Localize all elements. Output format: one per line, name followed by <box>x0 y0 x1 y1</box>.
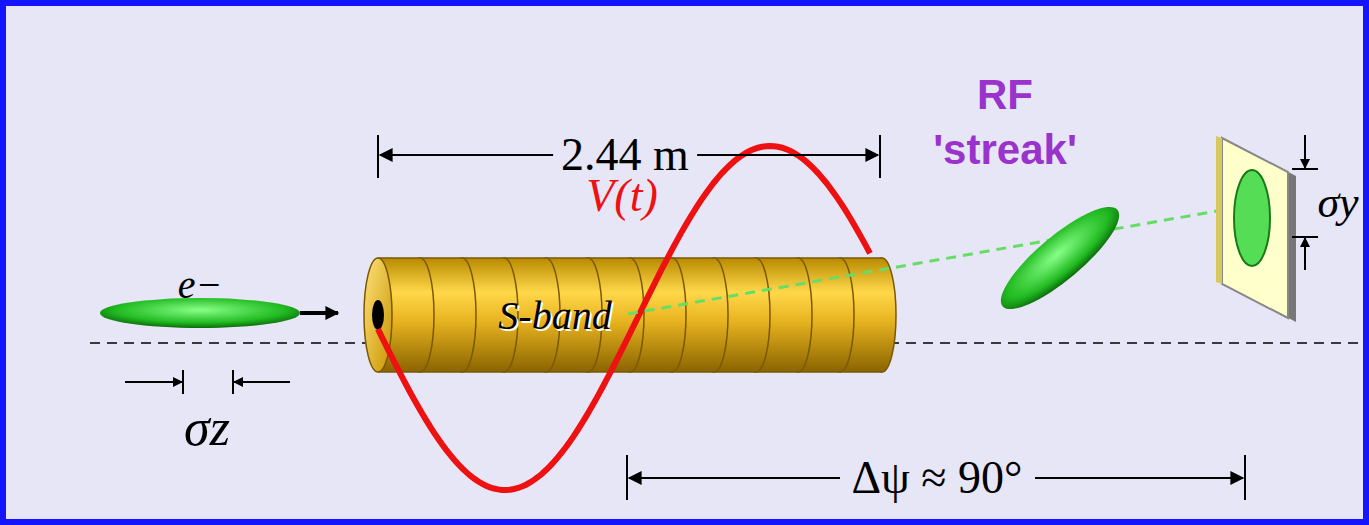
rf-disc <box>840 257 882 259</box>
bunch-length-label: σz <box>184 402 230 454</box>
rf-disc <box>714 371 756 373</box>
rf-disc <box>756 257 798 259</box>
rf-disc <box>798 371 840 373</box>
voltage-label: V(t) <box>586 173 658 219</box>
rf-disc <box>756 371 798 373</box>
rf-disc <box>504 371 546 373</box>
rf-disc <box>372 300 384 330</box>
electron-label: e− <box>178 265 223 305</box>
structure-label-box: S-band <box>470 288 640 344</box>
rf-disc <box>462 257 504 259</box>
rf-disc <box>840 371 882 373</box>
rf-disc <box>462 371 504 373</box>
rf-label: RF <box>977 74 1033 116</box>
rf-disc <box>420 371 462 373</box>
rf-disc <box>588 257 630 259</box>
streak-label: 'streak' <box>933 129 1077 171</box>
structure-name: S-band <box>498 296 611 336</box>
phase-advance-dimension: Δψ ≈ 90° <box>843 455 1030 501</box>
rf-disc <box>504 257 546 259</box>
rf-disc <box>672 257 714 259</box>
length-dimension: 2.44 m <box>553 132 697 178</box>
rf-disc <box>672 371 714 373</box>
rf-disc <box>378 257 420 259</box>
rf-disc <box>714 257 756 259</box>
rf-disc <box>420 257 462 259</box>
rf-disc <box>546 257 588 259</box>
rf-disc <box>630 371 672 373</box>
rf-disc <box>798 257 840 259</box>
rf-disc <box>546 371 588 373</box>
beam-size-label: σy <box>1317 181 1358 225</box>
